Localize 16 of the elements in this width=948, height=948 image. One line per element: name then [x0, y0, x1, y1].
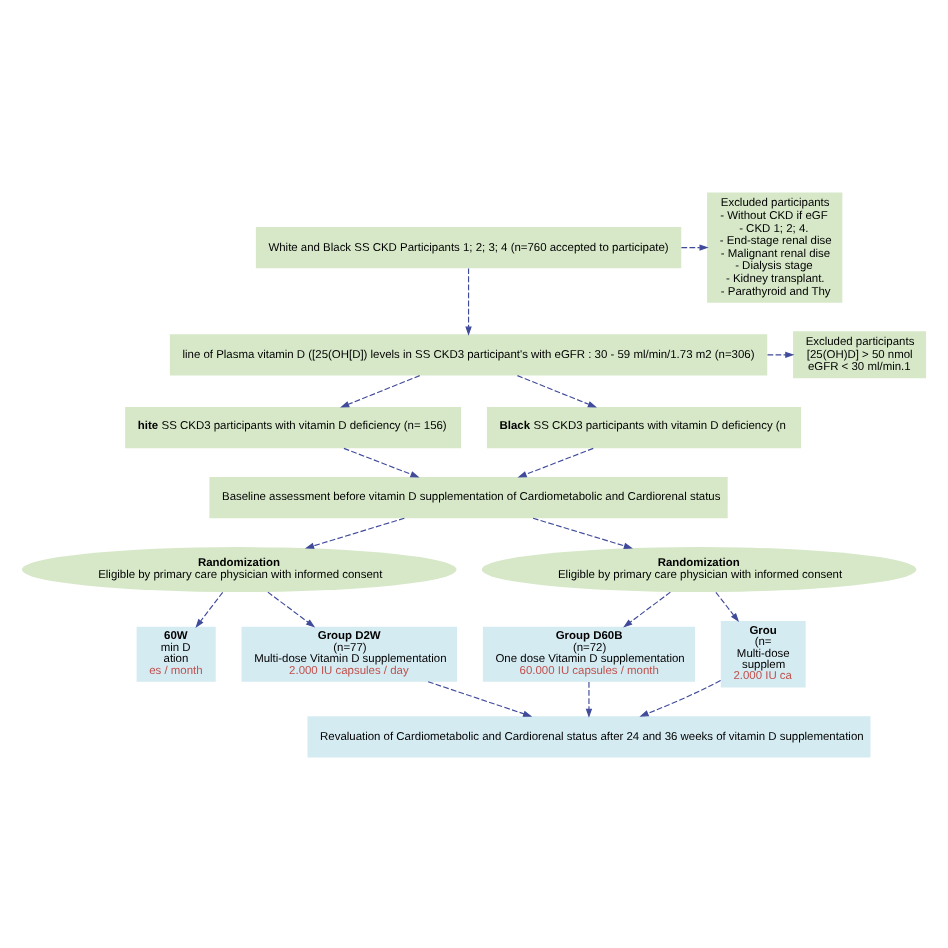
arrow	[304, 516, 405, 548]
arrow	[517, 446, 594, 477]
arrow	[267, 590, 316, 627]
arrow	[516, 374, 597, 407]
arrow	[343, 446, 420, 477]
arrow	[465, 266, 472, 335]
arrow	[680, 243, 709, 250]
arrow	[766, 350, 795, 358]
arrow	[340, 374, 421, 407]
arrow	[195, 590, 224, 627]
arrow	[715, 590, 740, 622]
arrow	[427, 680, 533, 716]
arrow	[639, 678, 722, 716]
arrow	[585, 680, 593, 717]
arrow	[532, 516, 633, 548]
arrow	[623, 590, 671, 627]
